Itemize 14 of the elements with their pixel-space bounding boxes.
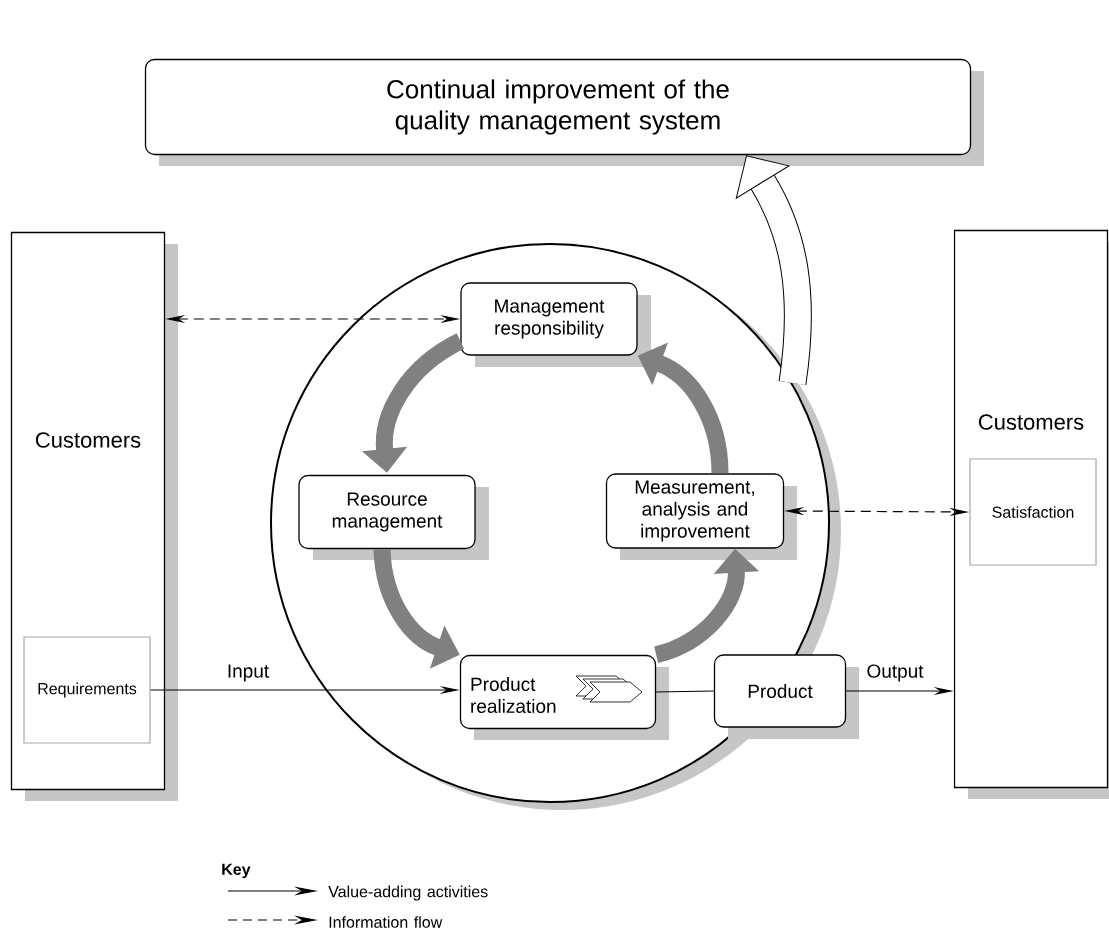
legend-text: Information flow [329,916,443,928]
key-heading: Key [222,863,251,879]
heading-box: Continual improvement of the quality management system [144,58,984,166]
process-box: Product realization [459,654,669,740]
block-arrow [735,155,812,385]
edge-label: Input [225,663,271,683]
satisfaction-box: Satisfaction [969,458,1097,566]
legend-text: Value-adding activities [328,885,488,901]
process-box: Management responsibility [460,282,651,367]
process-box: Resource management [298,474,489,560]
edge-label: Output [865,663,925,683]
requirement-box: Requirements [23,636,151,744]
process-box: Measurement, analysis and improvement [605,473,797,560]
product-box: Product [713,654,859,739]
